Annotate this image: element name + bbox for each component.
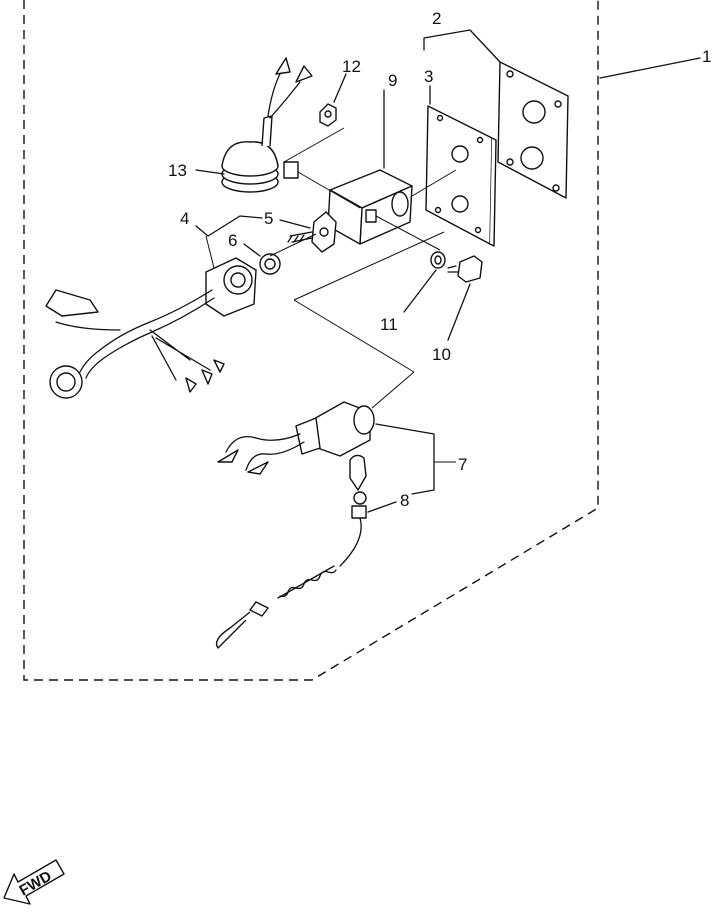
stop-switch-part-7 <box>217 401 375 475</box>
leader-10 <box>447 283 471 341</box>
callout-10: 10 <box>432 345 451 364</box>
bolt-part-10 <box>447 255 483 283</box>
callout-5: 5 <box>264 209 273 228</box>
callout-3: 3 <box>424 67 433 86</box>
main-switch-part-4 <box>45 257 257 399</box>
callout-7: 7 <box>458 455 467 474</box>
callout-4: 4 <box>180 209 189 228</box>
leader-12 <box>333 73 347 103</box>
nut-part-12 <box>319 103 337 127</box>
callout-8: 8 <box>400 491 409 510</box>
leader-6 <box>243 243 261 257</box>
callout-11: 11 <box>380 315 398 334</box>
leader-13 <box>195 169 225 175</box>
leader-4 <box>195 215 263 237</box>
key-part-5 <box>287 211 337 253</box>
ring-nut-part-6 <box>259 253 281 275</box>
lanyard-part-8 <box>215 454 367 649</box>
leader-5 <box>279 219 311 229</box>
leader-11 <box>403 269 437 313</box>
switch-part-13 <box>221 57 361 209</box>
gasket-part-2 <box>497 61 569 199</box>
leader-1 <box>599 57 701 79</box>
plate-part-3 <box>425 105 497 247</box>
callout-2: 2 <box>432 9 441 28</box>
callout-9: 9 <box>388 71 397 90</box>
washer-part-11 <box>430 251 446 269</box>
callout-1: 1 <box>702 47 711 66</box>
bracket-part-9 <box>327 169 413 245</box>
callout-6: 6 <box>228 231 237 250</box>
kit-boundary <box>23 0 599 681</box>
leader-8 <box>367 501 397 513</box>
callout-12: 12 <box>342 57 361 76</box>
callout-13: 13 <box>168 161 187 180</box>
leader-7 <box>375 423 435 495</box>
fwd-arrow-icon: FWD <box>3 859 65 905</box>
leader-2 <box>423 29 501 63</box>
